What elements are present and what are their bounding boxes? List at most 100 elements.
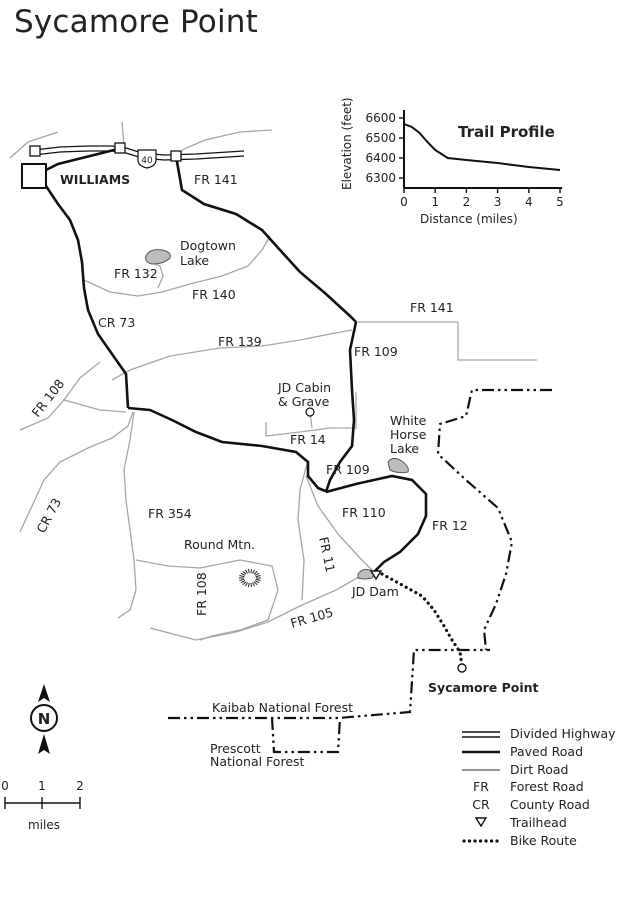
jd-cabin-marker bbox=[305, 407, 315, 417]
interchange-east bbox=[170, 150, 182, 162]
bike-route-line bbox=[380, 572, 464, 668]
paved-road-fr141 bbox=[174, 155, 357, 323]
scale-label-0: 0 bbox=[1, 779, 9, 793]
paved-road-cr73 bbox=[44, 185, 130, 409]
dirt-road-fr108-branch bbox=[63, 399, 127, 413]
white-horse-lake-icon bbox=[387, 457, 409, 474]
north-arrow-tail-icon bbox=[38, 734, 50, 754]
paved-road-fr110-fr12 bbox=[325, 474, 428, 573]
paved-road-fr109 bbox=[324, 321, 358, 493]
trail-profile-y-tick-label: 6300 bbox=[365, 171, 396, 185]
legend-label-trailhead: Trailhead bbox=[509, 815, 567, 830]
boundary-line-east bbox=[436, 388, 552, 651]
dirt-road-north-spur bbox=[121, 121, 125, 147]
dirt-road-fr354 bbox=[117, 411, 137, 619]
legend-trailhead-icon bbox=[474, 817, 488, 828]
trail-profile-ylabel: Elevation (feet) bbox=[340, 97, 354, 190]
dirt-road-fr11 bbox=[297, 459, 309, 601]
scale-bar: 0 1 2 miles bbox=[1, 779, 84, 832]
peak-hachure bbox=[255, 574, 261, 578]
dirt-road-fr11b bbox=[305, 475, 373, 571]
trail-profile-y-tick-label: 6500 bbox=[365, 131, 396, 145]
peak-hachure bbox=[244, 569, 248, 574]
trail-profile-line bbox=[403, 123, 561, 171]
legend-label-forest-road: Forest Road bbox=[510, 779, 584, 794]
williams-town-icon bbox=[21, 163, 47, 189]
peak-hachure bbox=[250, 582, 253, 587]
trailhead-jd-dam-icon bbox=[369, 570, 383, 581]
legend-label-dirt-road: Dirt Road bbox=[510, 762, 568, 777]
interchange-west bbox=[29, 145, 41, 157]
label-fr109-north: FR 109 bbox=[354, 344, 398, 359]
trail-profile-y-tick-label: 6400 bbox=[365, 151, 396, 165]
paved-road-williams-link bbox=[41, 146, 123, 174]
trail-profile-x-tick-label: 4 bbox=[525, 195, 533, 209]
peak-hachure bbox=[254, 580, 260, 584]
dirt-road-fr14 bbox=[265, 392, 357, 437]
peak-hachure bbox=[254, 572, 260, 576]
label-fr354: FR 354 bbox=[148, 506, 192, 521]
peak-hachure bbox=[252, 582, 256, 587]
label-fr14: FR 14 bbox=[290, 432, 326, 447]
peak-hachure bbox=[242, 570, 247, 575]
label-fr108-west: FR 108 bbox=[29, 376, 68, 420]
trail-profile-x-tick-label: 5 bbox=[556, 195, 564, 209]
peak-hachure bbox=[250, 569, 253, 574]
peak-hachure bbox=[239, 578, 245, 582]
trail-profile-xlabel: Distance (miles) bbox=[420, 212, 518, 226]
trailhead-sycamore-point-icon bbox=[457, 663, 467, 673]
i40-bottom-line bbox=[33, 150, 245, 161]
label-fr108-south: FR 108 bbox=[194, 572, 209, 616]
trail-profile-chart: Trail Profile Elevation (feet) Distance … bbox=[340, 97, 564, 226]
dirt-road-fr140 bbox=[83, 235, 271, 297]
peak-hachure bbox=[247, 569, 250, 574]
peak-hachure bbox=[247, 582, 250, 587]
trail-profile-x-tick-label: 2 bbox=[463, 195, 471, 209]
divided-highway-i40: 40 bbox=[29, 142, 245, 169]
i40-top-line bbox=[33, 145, 245, 156]
label-fr109-south: FR 109 bbox=[326, 462, 370, 477]
dirt-road-fr105 bbox=[149, 573, 365, 641]
legend-label-county-road: County Road bbox=[510, 797, 590, 812]
label-jd-cabin: JD Cabin & Grave bbox=[277, 380, 335, 409]
peak-hachure bbox=[240, 580, 246, 584]
dirt-road-ne-spur bbox=[181, 129, 273, 151]
scale-label-2: 2 bbox=[76, 779, 84, 793]
trail-profile-title: Trail Profile bbox=[458, 123, 555, 141]
interchange-center bbox=[114, 142, 126, 154]
north-arrow-label: N bbox=[38, 710, 51, 728]
label-fr110: FR 110 bbox=[342, 505, 386, 520]
paved-road-main-south bbox=[127, 406, 329, 494]
label-kaibab-nf: Kaibab National Forest bbox=[212, 700, 353, 715]
boundary-line-west bbox=[168, 648, 490, 720]
i40-shield-icon: 40 bbox=[137, 149, 157, 169]
boundary-line-south bbox=[270, 717, 342, 754]
label-round-mtn: Round Mtn. bbox=[184, 537, 255, 552]
trail-profile-y-tick-label: 6600 bbox=[365, 111, 396, 125]
dirt-road-fr141-east bbox=[356, 321, 537, 361]
label-fr12: FR 12 bbox=[432, 518, 468, 533]
north-arrow: N bbox=[30, 684, 58, 754]
label-williams: WILLIAMS bbox=[60, 172, 130, 187]
scale-unit: miles bbox=[28, 818, 60, 832]
label-fr140: FR 140 bbox=[192, 287, 236, 302]
paved-roads bbox=[41, 146, 428, 573]
north-arrow-circle bbox=[30, 704, 58, 732]
label-cr73-north: CR 73 bbox=[98, 315, 135, 330]
label-fr141-north: FR 141 bbox=[194, 172, 238, 187]
legend-abbr-cr: CR bbox=[472, 797, 490, 812]
dirt-road-i40-west bbox=[9, 131, 59, 159]
label-cr73-south: CR 73 bbox=[33, 495, 64, 535]
scale-label-1: 1 bbox=[38, 779, 46, 793]
peak-hachure bbox=[242, 581, 247, 586]
map-title: Sycamore Point bbox=[14, 4, 258, 40]
dirt-road-fr108-west bbox=[19, 361, 101, 431]
label-sycamore-point: Sycamore Point bbox=[428, 680, 539, 695]
label-fr141-east: FR 141 bbox=[410, 300, 454, 315]
dogtown-lake-icon bbox=[145, 249, 171, 265]
legend: Divided Highway Paved Road Dirt Road FR … bbox=[462, 726, 616, 848]
peak-hachure bbox=[240, 572, 246, 576]
peak-hachure bbox=[253, 581, 258, 586]
label-dogtown-lake: Dogtown Lake bbox=[180, 238, 240, 268]
